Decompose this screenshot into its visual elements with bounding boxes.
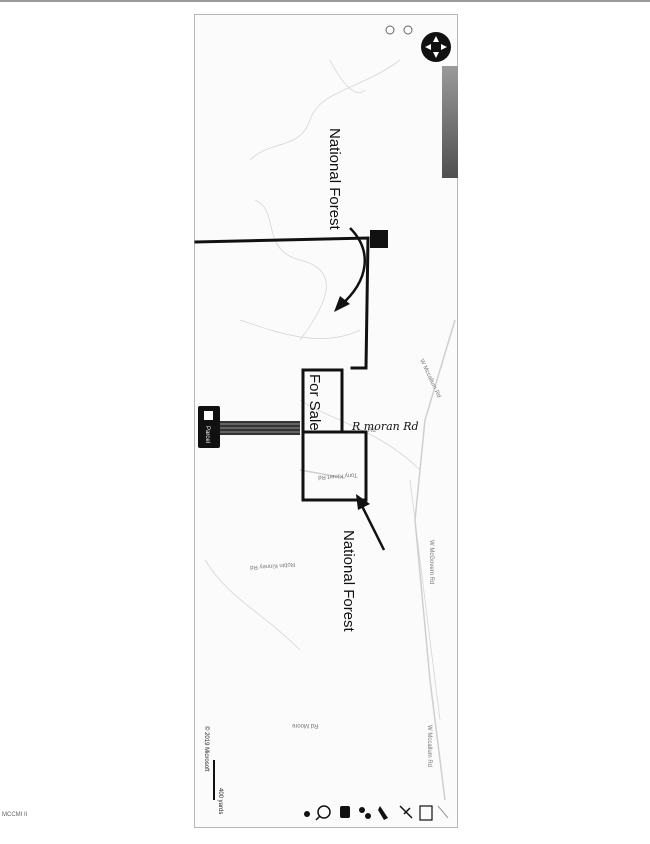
copyright-text: © 2019 Microsoft [203,726,210,772]
arrow-top-head [334,296,350,312]
dot-icon[interactable] [304,811,310,817]
marker-square [370,230,388,248]
refresh-icon[interactable] [385,25,395,35]
road-label-e: Rd Moore [291,722,318,728]
map-style-rail[interactable] [442,66,458,178]
footer-id: MCCMI II [2,812,28,818]
parcel-tag-text-layer: Parcel [204,426,210,443]
forest-label-top: National Forest [326,128,343,231]
road-label-f: W Mccallum Rd [426,725,432,767]
car-icon[interactable] [340,806,350,818]
road-label-a: Tony Kinert Rd [318,471,358,480]
parcel-boundaries [194,236,370,502]
parcel-label: Parcel [204,426,210,443]
for-sale-label: For Sale [306,374,323,431]
arrow-bottom-head [356,494,370,510]
parcel-tag[interactable] [198,406,220,448]
zoom-icon[interactable] [317,805,331,819]
road-lines [299,319,456,801]
parcel-pointer [220,421,300,435]
map-toolbar [304,805,449,821]
arrow-top-curve [339,227,366,307]
road-label-rd: Rd [368,428,376,434]
pin-icon[interactable] [378,806,388,820]
parcel-tag-box [204,411,213,420]
layer-icon[interactable] [419,805,433,821]
compass-arrows [425,36,447,58]
arrow-bottom-shaft [358,501,386,551]
top-rule [0,0,650,2]
road-label-b: Robin Kinney Rd [250,561,295,570]
handwritten-road-label: R moran Rd [351,420,419,433]
road-label-d: W McGovern Rd [428,540,434,584]
scale-text: 400 yards [217,788,223,814]
forest-label-bottom: National Forest [340,530,357,633]
terrain-contours [204,59,441,721]
settings-icon[interactable] [403,25,413,35]
people-icon[interactable] [359,807,365,813]
aerial-icon[interactable] [399,805,413,819]
